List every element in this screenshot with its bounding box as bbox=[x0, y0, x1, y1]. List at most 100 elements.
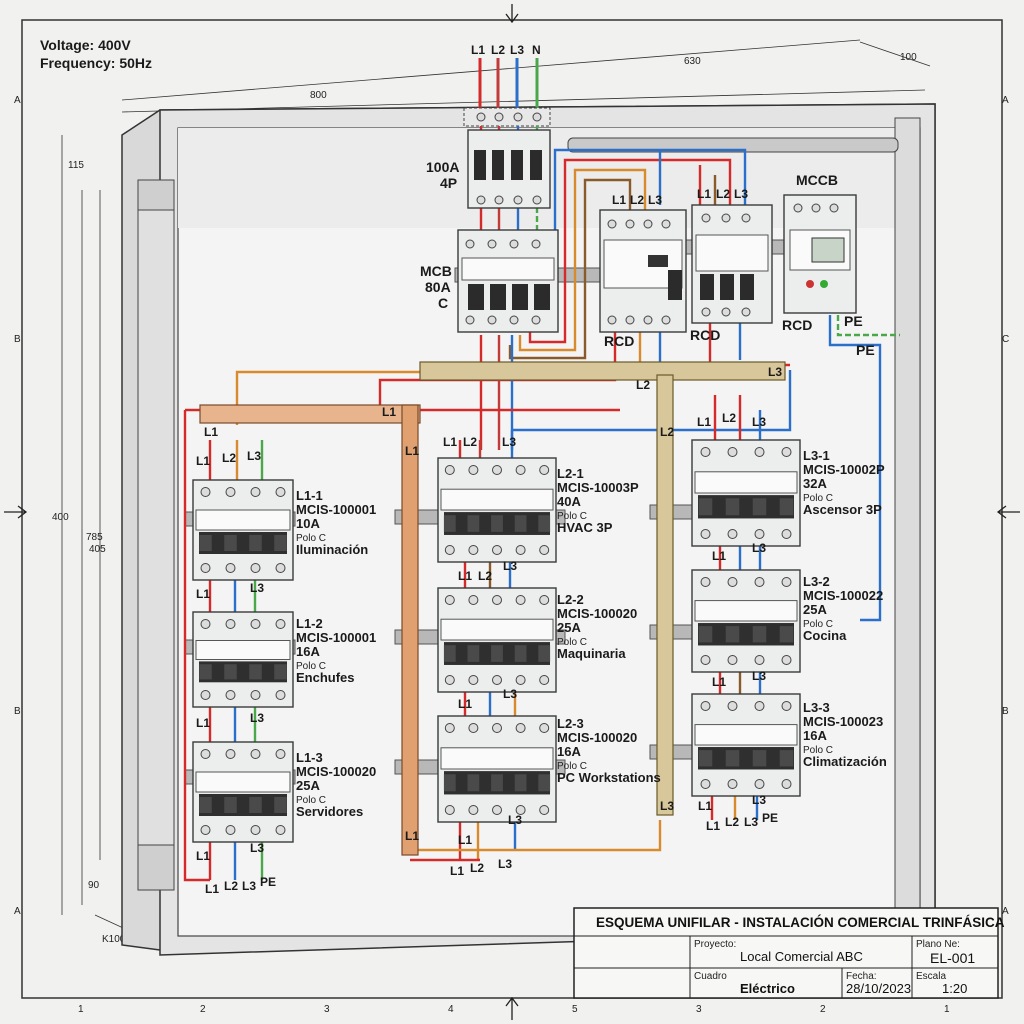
circuit-l2-2-label: L2-2 MCIS-100020 25A Polo C Maquinaria bbox=[557, 592, 637, 661]
circuit-load: Climatización bbox=[803, 754, 887, 769]
date-label: Fecha: bbox=[846, 971, 877, 982]
circuit-rating: 40A bbox=[557, 494, 581, 509]
grid-row-right-1: A bbox=[1002, 95, 1009, 106]
main-switch-poles: 4P bbox=[440, 175, 457, 191]
circuit-rating: 32A bbox=[803, 476, 827, 491]
supply-l3-label: L3 bbox=[510, 43, 524, 57]
scale-value: 1:20 bbox=[942, 981, 967, 996]
rcd-2[interactable] bbox=[691, 204, 773, 324]
grid-col-6: 3 bbox=[696, 1004, 702, 1015]
l3-3-in-l3: L3 bbox=[752, 669, 766, 683]
rcd-3-label: RCD bbox=[782, 317, 812, 333]
l2-2-in-l1: L1 bbox=[458, 569, 472, 583]
mccb[interactable] bbox=[783, 194, 857, 314]
busbars bbox=[199, 361, 786, 856]
dim-left-bottom: 90 bbox=[88, 880, 100, 891]
breaker-l2-2[interactable] bbox=[437, 587, 557, 693]
busbar-l3-tag: L3 bbox=[768, 365, 782, 379]
circuit-l3-3-label: L3-3 MCIS-100023 16A Polo C Climatizació… bbox=[803, 700, 887, 769]
breaker-l2-1[interactable] bbox=[437, 457, 557, 563]
breaker-l3-1[interactable] bbox=[691, 439, 801, 547]
circuit-l1-1-label: L1-1 MCIS-100001 10A Polo C Iluminación bbox=[296, 488, 376, 557]
circuit-rating: 25A bbox=[557, 620, 581, 635]
rcd-1-label: RCD bbox=[604, 333, 634, 349]
voltage-spec: Voltage: 400V bbox=[40, 37, 131, 53]
dim-left-inner: 785 bbox=[86, 532, 103, 543]
cabinet-right-wall bbox=[894, 117, 921, 919]
breaker-l1-2[interactable] bbox=[192, 611, 294, 708]
busbar-l3-tag-bottom: L3 bbox=[660, 799, 674, 813]
circuit-load: Enchufes bbox=[296, 670, 355, 685]
breaker-l1-1[interactable] bbox=[192, 479, 294, 581]
mid-feed-l2: L2 bbox=[463, 435, 477, 449]
circuit-model: MCIS-100020 bbox=[296, 764, 376, 779]
pe-label-1: PE bbox=[844, 313, 863, 329]
dim-left-height: 400 bbox=[52, 512, 69, 523]
circuit-rating: 16A bbox=[557, 744, 581, 759]
circuit-model: MCIS-100001 bbox=[296, 630, 376, 645]
grid-markers: 1 2 3 4 5 3 2 1 A B B A A C B A bbox=[4, 4, 1020, 1020]
circuit-id: L1-1 bbox=[296, 488, 323, 503]
project-label: Proyecto: bbox=[694, 939, 736, 950]
breaker-l2-3[interactable] bbox=[437, 715, 557, 823]
grid-row-left-3: B bbox=[14, 706, 21, 717]
l3-3-in-l1: L1 bbox=[712, 675, 726, 689]
incoming-terminal-block bbox=[463, 107, 551, 127]
dim-top-right: 100 bbox=[900, 52, 917, 63]
grid-col-8: 1 bbox=[944, 1004, 950, 1015]
branch-breakers bbox=[192, 439, 801, 843]
circuit-model: MCIS-100022 bbox=[803, 588, 883, 603]
busbar-l1-tag-mid: L1 bbox=[382, 405, 396, 419]
scale-label: Escala bbox=[916, 971, 946, 982]
main-mcb-rating: 80A bbox=[425, 279, 451, 295]
l3-out-l3: L3 bbox=[752, 793, 766, 807]
supply-wires bbox=[478, 58, 539, 110]
circuit-rating: 25A bbox=[296, 778, 320, 793]
main-mcb-type: MCB bbox=[420, 263, 452, 279]
busbar-l2-tag-vertical: L2 bbox=[660, 425, 674, 439]
grid-col-2: 2 bbox=[200, 1004, 206, 1015]
l1-3-in-l3: L3 bbox=[250, 711, 264, 725]
circuit-load: Ascensor 3P bbox=[803, 502, 882, 517]
date-value: 28/10/2023 bbox=[846, 981, 911, 996]
circuit-load: Iluminación bbox=[296, 542, 368, 557]
left-out-l1: L1 bbox=[205, 882, 219, 896]
dim-top-width: 630 bbox=[684, 56, 701, 67]
circuit-curve: Polo C bbox=[296, 533, 326, 544]
circuit-l3-1-label: L3-1 MCIS-10002P 32A Polo C Ascensor 3P bbox=[803, 448, 885, 517]
grid-col-3: 3 bbox=[324, 1004, 330, 1015]
hinge-top bbox=[137, 179, 175, 211]
dim-left-inner2: 405 bbox=[89, 544, 106, 555]
main-mcb[interactable] bbox=[457, 229, 559, 333]
project-value: Local Comercial ABC bbox=[740, 949, 863, 964]
frequency-spec: Frequency: 50Hz bbox=[40, 55, 152, 71]
busbar-l1-tag-bottom: L1 bbox=[405, 829, 419, 843]
right-feed-l3: L3 bbox=[752, 415, 766, 429]
grid-col-4: 4 bbox=[448, 1004, 454, 1015]
rcd-1-in-l1: L1 bbox=[612, 193, 626, 207]
circuit-id: L3-1 bbox=[803, 448, 830, 463]
l2-out-l1: L1 bbox=[458, 833, 472, 847]
rcd-1-in-l3: L3 bbox=[648, 193, 662, 207]
main-switch[interactable] bbox=[467, 129, 551, 209]
center-arrow-bottom bbox=[505, 996, 519, 1020]
busbar-l2-vertical bbox=[656, 374, 674, 816]
breaker-l1-3[interactable] bbox=[192, 741, 294, 843]
top-conduit bbox=[567, 137, 899, 153]
circuit-load: Maquinaria bbox=[557, 646, 626, 661]
right-feed-l2: L2 bbox=[722, 411, 736, 425]
rcd-2-in-l1: L1 bbox=[697, 187, 711, 201]
breaker-l3-2[interactable] bbox=[691, 569, 801, 673]
circuit-model: MCIS-10003P bbox=[557, 480, 639, 495]
circuit-id: L1-3 bbox=[296, 750, 323, 765]
left-feed-l3: L3 bbox=[247, 449, 261, 463]
mid-out-l3: L3 bbox=[498, 857, 512, 871]
l1-2-in-l3: L3 bbox=[250, 581, 264, 595]
mid-feed-l1: L1 bbox=[443, 435, 457, 449]
rcd-1[interactable] bbox=[599, 209, 687, 333]
busbar-l1-tag-left: L1 bbox=[204, 425, 218, 439]
grid-row-left-1: A bbox=[14, 95, 21, 106]
breaker-l3-3[interactable] bbox=[691, 693, 801, 797]
circuit-l2-3-label: L2-3 MCIS-100020 16A Polo C PC Workstati… bbox=[557, 716, 661, 785]
circuit-l1-2-label: L1-2 MCIS-100001 16A Polo C Enchufes bbox=[296, 616, 376, 685]
